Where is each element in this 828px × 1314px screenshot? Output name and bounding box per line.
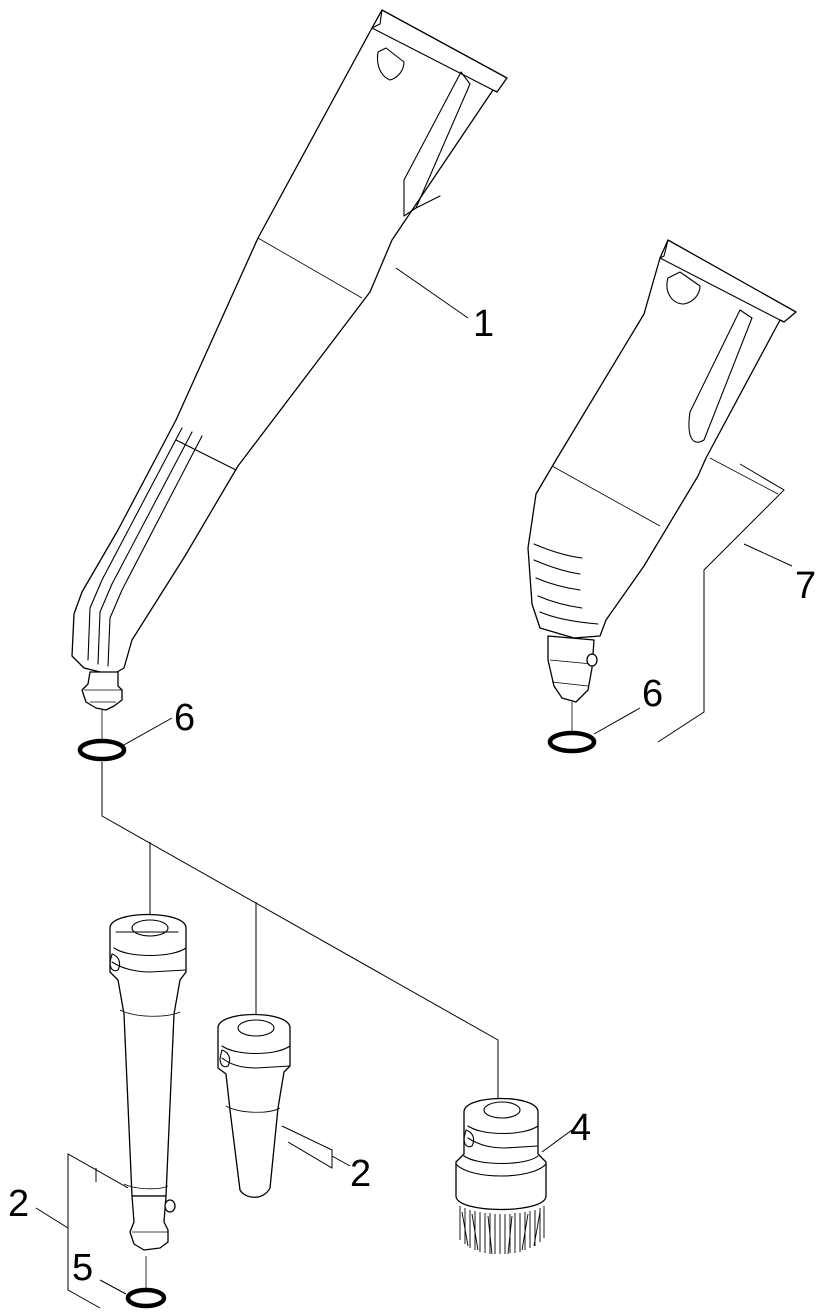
oring-right-part	[547, 730, 597, 754]
callout-oring-small: 5	[72, 1247, 93, 1289]
leader-short-tip	[281, 1125, 333, 1169]
short-tip-part	[217, 1013, 291, 1198]
leader-brush	[541, 1129, 573, 1153]
callout-part-7: 7	[795, 565, 816, 607]
brush-bristles	[459, 1206, 545, 1255]
leader-long-tip	[35, 1153, 129, 1229]
callout-oring-right: 6	[642, 673, 663, 715]
large-nozzle-part	[71, 9, 508, 711]
right-nozzle-part	[527, 239, 797, 703]
leader-part-1	[395, 267, 469, 319]
long-tip-part	[109, 913, 187, 1251]
callout-brush: 4	[570, 1107, 591, 1149]
callout-oring-left: 6	[174, 697, 195, 739]
leader-part-7-tail	[743, 543, 793, 567]
oring-small-part	[125, 1287, 167, 1309]
callout-short-tip: 2	[350, 1153, 371, 1195]
round-brush-part	[455, 1097, 547, 1255]
callout-part-1: 1	[473, 303, 494, 345]
leader-part-7	[657, 463, 785, 743]
callout-long-tip: 2	[8, 1183, 29, 1225]
oring-left-part	[77, 738, 127, 762]
